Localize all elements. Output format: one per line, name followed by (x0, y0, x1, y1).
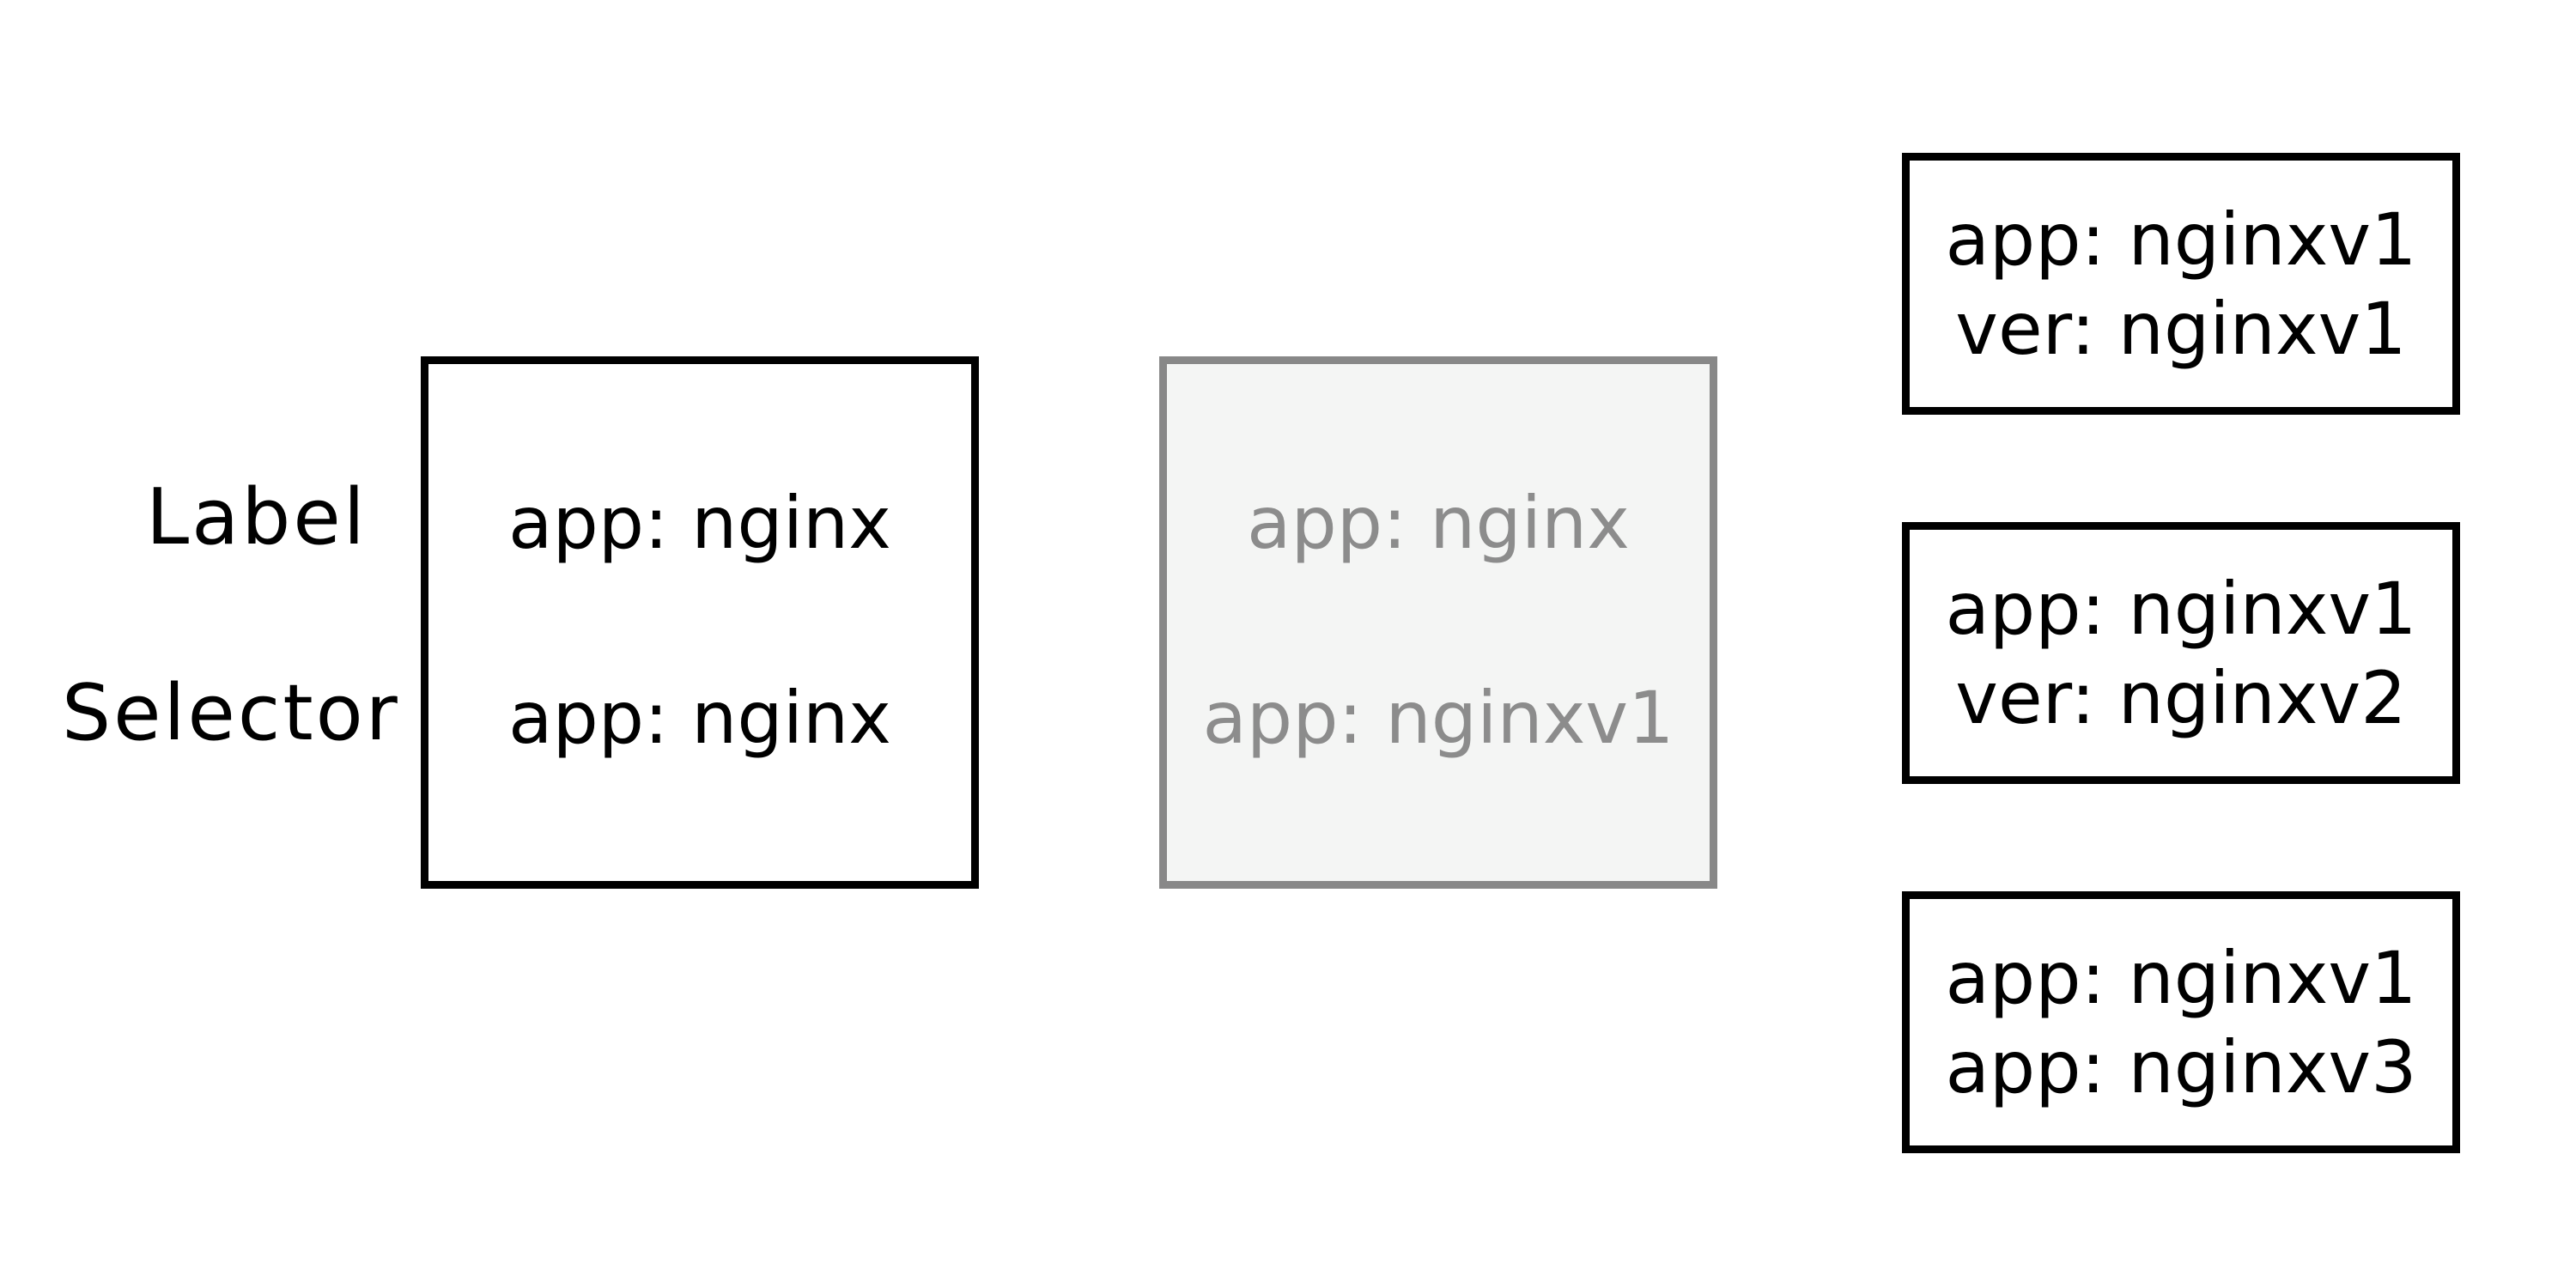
service-selector-value: app: nginx (508, 676, 891, 760)
pod-box-1: app: nginxv1 ver: nginxv1 (1902, 153, 2460, 415)
service-label-value: app: nginx (508, 481, 891, 565)
pod-box-2: app: nginxv1 ver: nginxv2 (1902, 522, 2460, 784)
label-row-title: Label (146, 472, 368, 562)
faded-label-value: app: nginx (1247, 481, 1630, 565)
pod-2-line-1: app: nginxv1 (1945, 566, 2417, 651)
pod-3-line-2: app: nginxv3 (1945, 1024, 2417, 1109)
pod-1-line-2: ver: nginxv1 (1955, 286, 2407, 371)
selector-row-title: Selector (62, 668, 400, 758)
pod-2-line-2: ver: nginxv2 (1955, 655, 2407, 740)
pod-box-3: app: nginxv1 app: nginxv3 (1902, 891, 2460, 1153)
pod-3-line-1: app: nginxv1 (1945, 935, 2417, 1020)
service-box: app: nginx app: nginx (421, 356, 979, 889)
faded-selector-value: app: nginxv1 (1202, 676, 1674, 760)
faded-service-box: app: nginx app: nginxv1 (1159, 356, 1717, 889)
pod-1-line-1: app: nginxv1 (1945, 197, 2417, 282)
